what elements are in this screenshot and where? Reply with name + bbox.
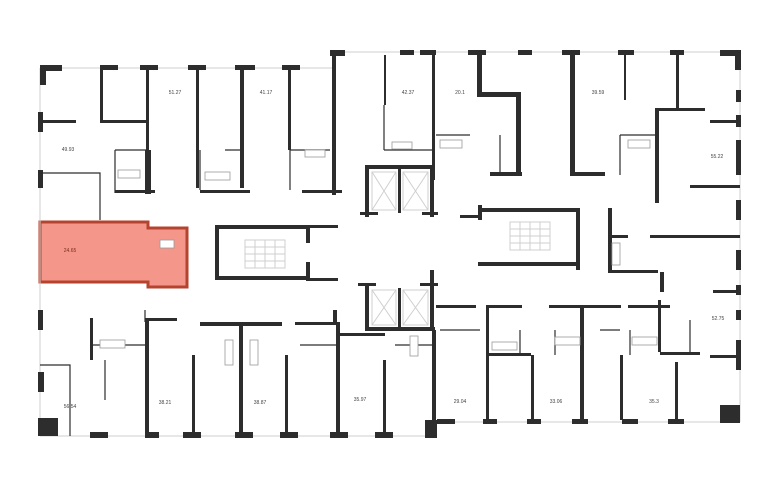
apartment-area-label[interactable]: 35.97 [353, 397, 367, 403]
apartment-area-label[interactable]: 20.1 [455, 90, 465, 96]
interior-walls [40, 55, 740, 436]
apartment-area-label[interactable]: 56.54 [63, 404, 77, 410]
apartment-area-label[interactable]: 51.27 [168, 90, 182, 96]
apartment-area-label[interactable]: 49.93 [61, 147, 75, 153]
apartment-area-label[interactable]: 35.3 [649, 399, 659, 405]
apartment-area-label[interactable]: 39.59 [591, 90, 605, 96]
apartment-area-label[interactable]: 55.22 [710, 154, 724, 160]
stairs [244, 221, 551, 269]
selected-apartment[interactable] [38, 220, 189, 289]
selected-apartment-area-label[interactable]: 24.65 [63, 248, 77, 254]
apartment-area-label[interactable]: 38.87 [253, 400, 267, 406]
apartment-area-label[interactable]: 52.75 [711, 316, 725, 322]
apartment-area-label[interactable]: 41.17 [259, 90, 273, 96]
bathroom-fixtures [99, 139, 658, 366]
elevators [371, 171, 429, 326]
apartment-area-label[interactable]: 29.04 [453, 399, 467, 405]
apartment-area-label[interactable]: 42.37 [401, 90, 415, 96]
apartment-area-label[interactable]: 38.21 [158, 400, 172, 406]
apartment-area-label[interactable]: 33.06 [549, 399, 563, 405]
